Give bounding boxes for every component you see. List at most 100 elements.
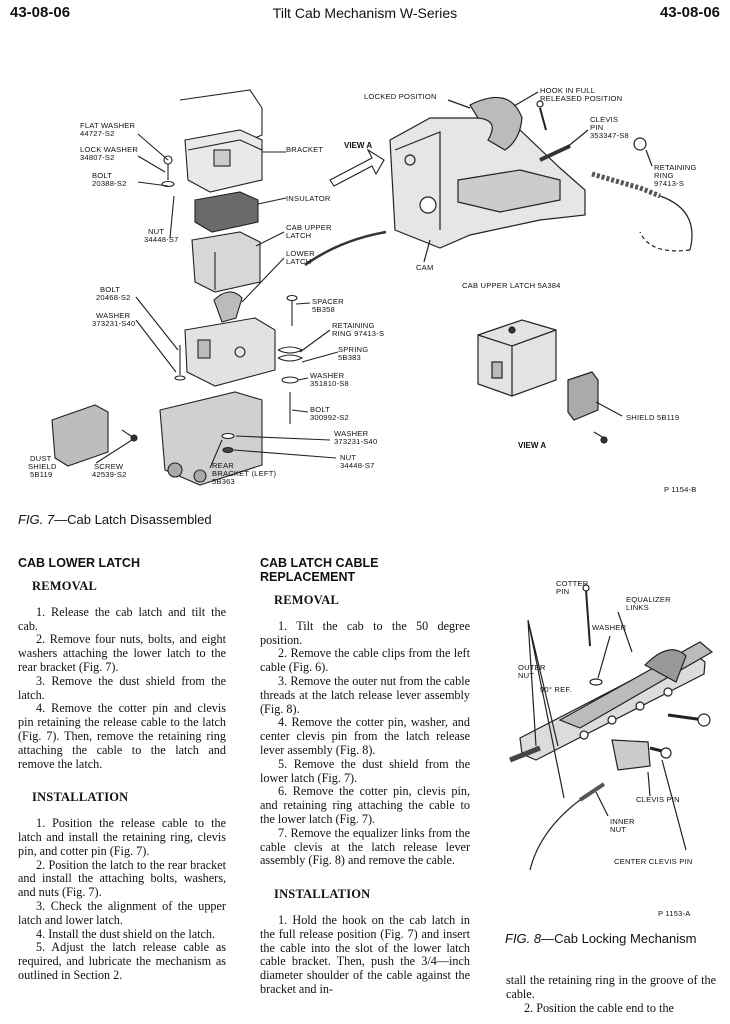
label-screw-pn: 42539-S2 — [92, 470, 127, 479]
label-washer-1-pn: 373231-S40 — [92, 319, 135, 328]
continued-text: stall the retaining ring in the groove o… — [506, 973, 716, 1001]
installation-step: 1. Hold the hook on the cab latch in the… — [260, 912, 470, 996]
label-washer-1: WASHER — [96, 311, 131, 320]
removal-step: 1. Tilt the cab to the 50 degree positio… — [260, 618, 470, 647]
label-retaining-ring-2b: RING — [654, 171, 674, 180]
label-rear-bracket-pn: 5B363 — [212, 477, 235, 486]
fig8-label-outer-nut-2: NUT — [518, 671, 534, 680]
label-dust-shield-pn: 5B119 — [30, 470, 52, 479]
label-bolt-1-pn: 20388-S2 — [92, 179, 127, 188]
removal-step: 2. Remove the cable clips from the left … — [260, 646, 470, 675]
installation-step: 3. Check the alignment of the upper latc… — [18, 898, 226, 927]
label-cam: CAM — [416, 263, 433, 272]
figure-7-drawing: FLAT WASHER 44727-S2 LOCK WASHER 34807-S… — [28, 86, 697, 494]
label-nut-2-pn: 34448-S7 — [340, 461, 375, 470]
label-spring-pn: 5B383 — [338, 353, 361, 362]
label-cab-upper-latch-2: LATCH — [286, 231, 311, 240]
label-spring: SPRING — [338, 345, 368, 354]
label-flat-washer: FLAT WASHER — [80, 121, 136, 130]
label-shield-5b119: SHIELD 5B119 — [626, 413, 679, 422]
label-cab-upper-latch-5a384: CAB UPPER LATCH 5A384 — [462, 281, 561, 290]
fig8-label-clevis-pin: CLEVIS PIN — [636, 795, 680, 804]
label-bolt-2-pn: 20468-S2 — [96, 293, 131, 302]
label-view-a-2: VIEW A — [518, 441, 546, 450]
subheading-removal: REMOVAL — [274, 593, 340, 607]
label-cab-upper-latch-1: CAB UPPER — [286, 223, 332, 232]
page-number-right: 43-08-06 — [659, 4, 720, 21]
label-nut-2: NUT — [340, 453, 356, 462]
label-washer-2-pn: 351810-S8 — [310, 379, 349, 388]
label-retaining-ring-2-pn: 97413-S — [654, 179, 684, 188]
label-dust-shield-2: SHIELD — [28, 462, 57, 471]
page-number-left: 43-08-06 — [10, 4, 71, 21]
fig8-label-inner-nut-2: NUT — [610, 825, 626, 834]
section-heading-line-1: CAB LATCH CABLE — [260, 556, 379, 570]
page-header: 43-08-06 Tilt Cab Mechanism W-Series 43-… — [10, 4, 720, 26]
figure-7-caption-prefix: FIG. 7 — [18, 512, 55, 527]
fig8-label-cotter-2: PIN — [556, 587, 569, 596]
label-bracket: BRACKET — [286, 145, 323, 154]
removal-step: 5. Remove the dust shield from the lower… — [260, 756, 470, 785]
subheading-removal: REMOVAL — [32, 579, 98, 593]
label-lock-washer: LOCK WASHER — [80, 145, 138, 154]
figure-7-caption: FIG. 7—Cab Latch Disassembled — [18, 512, 212, 527]
fig8-label-inner-nut-1: INNER — [610, 817, 635, 826]
label-spacer-pn: 5B358 — [312, 305, 335, 314]
label-bolt-1: BOLT — [92, 171, 112, 180]
fig8-label-center-clevis-pin: CENTER CLEVIS PIN — [614, 857, 693, 866]
label-hook-full-2: RELEASED POSITION — [540, 94, 622, 103]
label-screw: SCREW — [94, 462, 124, 471]
installation-step: 2. Position the latch to the rear bracke… — [18, 857, 226, 900]
label-hook-full-1: HOOK IN FULL — [540, 86, 595, 95]
figure-8-code: P 1153-A — [658, 909, 691, 918]
label-rear-bracket-2: BRACKET (LEFT) — [212, 469, 277, 478]
removal-step: 1. Release the cab latch and tilt the ca… — [18, 604, 226, 633]
fig8-label-equalizer-2: LINKS — [626, 603, 649, 612]
fig8-label-equalizer-1: EQUALIZER — [626, 595, 671, 604]
label-washer-3-pn: 373231-S40 — [334, 437, 377, 446]
removal-step: 4. Remove the cotter pin and clevis pin … — [18, 701, 226, 771]
fig8-label-washer: WASHER — [592, 623, 627, 632]
label-retaining-ring: RETAINING — [332, 321, 375, 330]
section-heading-line-2: REPLACEMENT — [260, 570, 356, 584]
figure-7-code: P 1154-B — [664, 485, 697, 494]
label-bolt-3: BOLT — [310, 405, 330, 414]
figure-8-caption-prefix: FIG. 8 — [505, 931, 542, 946]
label-bolt-3-pn: 300992-S2 — [310, 413, 349, 422]
label-washer-2: WASHER — [310, 371, 345, 380]
figure-8-caption: FIG. 8—Cab Locking Mechanism — [505, 931, 696, 946]
label-clevis-pin-pn: 353347-S8 — [590, 131, 629, 140]
page-title: Tilt Cab Mechanism W-Series — [272, 5, 458, 21]
label-clevis-pin-2: PIN — [590, 123, 603, 132]
label-rear-bracket-1: REAR — [212, 461, 234, 470]
label-washer-3: WASHER — [334, 429, 369, 438]
label-flat-washer-pn: 44727-S2 — [80, 129, 115, 138]
installation-step: 2. Position the cable end to the — [524, 1000, 674, 1015]
label-nut-1: NUT — [148, 227, 164, 236]
removal-step: 4. Remove the cotter pin, washer, and ce… — [260, 715, 470, 757]
removal-step: 2. Remove four nuts, bolts, and eight wa… — [18, 632, 226, 674]
label-lower-latch-2: LATCH — [286, 257, 311, 266]
label-lower-latch-1: LOWER — [286, 249, 315, 258]
removal-step: 7. Remove the equalizer links from the c… — [260, 825, 470, 868]
label-lock-washer-pn: 34807-S2 — [80, 153, 115, 162]
figure-7-caption-text: —Cab Latch Disassembled — [54, 512, 212, 527]
subheading-installation: INSTALLATION — [274, 887, 371, 902]
removal-step: 3. Remove the dust shield from the latch… — [18, 673, 226, 702]
label-insulator: INSULATOR — [286, 194, 331, 203]
label-nut-1-pn: 34448-S7 — [144, 235, 179, 244]
fig8-label-outer-nut-1: OUTER — [518, 663, 546, 672]
installation-step: 1. Position the release cable to the lat… — [18, 816, 226, 858]
label-retaining-ring-2: RETAINING — [654, 163, 697, 172]
label-retaining-ring-pn: RING 97413-S — [332, 329, 384, 338]
installation-step: 4. Install the dust shield on the latch. — [36, 926, 216, 941]
figure-8-drawing: COTTER PIN EQUALIZER LINKS WASHER OUTER … — [509, 579, 714, 918]
label-clevis-pin: CLEVIS — [590, 115, 618, 124]
subheading-installation: INSTALLATION — [32, 790, 129, 805]
label-dust-shield-1: DUST — [30, 454, 52, 463]
installation-step: 5. Adjust the latch release cable as req… — [18, 940, 226, 982]
label-locked-position: LOCKED POSITION — [364, 92, 437, 101]
section-heading: CAB LOWER LATCH — [18, 556, 140, 570]
